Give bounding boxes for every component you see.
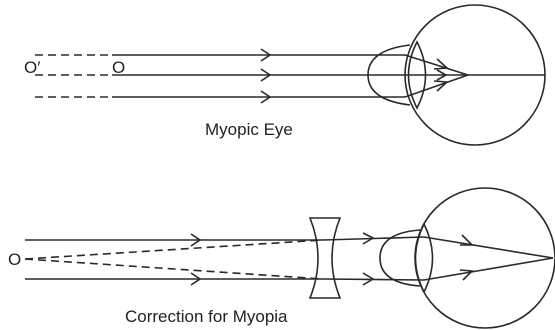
converge-top-1 <box>404 54 469 76</box>
converge-top-3 <box>404 74 469 98</box>
diverged-arrow-1 <box>362 232 375 245</box>
arrow-top-3 <box>260 90 272 104</box>
converge-arrow-top-2 <box>436 69 448 81</box>
converge-arrow-top-3 <box>433 80 449 92</box>
arrow-top-2 <box>260 68 272 82</box>
caption-correction: Correction for Myopia <box>125 307 288 326</box>
retina-ray-2 <box>423 257 554 281</box>
point-label-far: O′ <box>24 58 40 77</box>
eye-lens-bottom <box>414 222 434 294</box>
converge-arrow-top-1 <box>433 58 449 70</box>
concave-lens <box>308 217 342 299</box>
arrow-top-1 <box>260 48 272 62</box>
retina-arrow-1 <box>460 234 474 246</box>
incoming-arrow-1 <box>190 233 202 247</box>
caption-myopic-eye: Myopic Eye <box>205 120 293 139</box>
cornea-bottom <box>379 229 421 287</box>
myopic-eye-figure <box>35 4 546 146</box>
virtual-ray-1 <box>24 239 324 260</box>
correction-figure <box>24 187 555 329</box>
retina-ray-1 <box>423 236 554 259</box>
incoming-arrow-2 <box>190 272 202 286</box>
point-label-object: O <box>8 250 21 269</box>
virtual-ray-2 <box>24 258 324 280</box>
retina-arrow-2 <box>459 269 474 281</box>
diverged-arrow-2 <box>362 272 375 286</box>
eyeball-bottom <box>414 187 555 329</box>
point-label-near: O <box>112 58 125 77</box>
